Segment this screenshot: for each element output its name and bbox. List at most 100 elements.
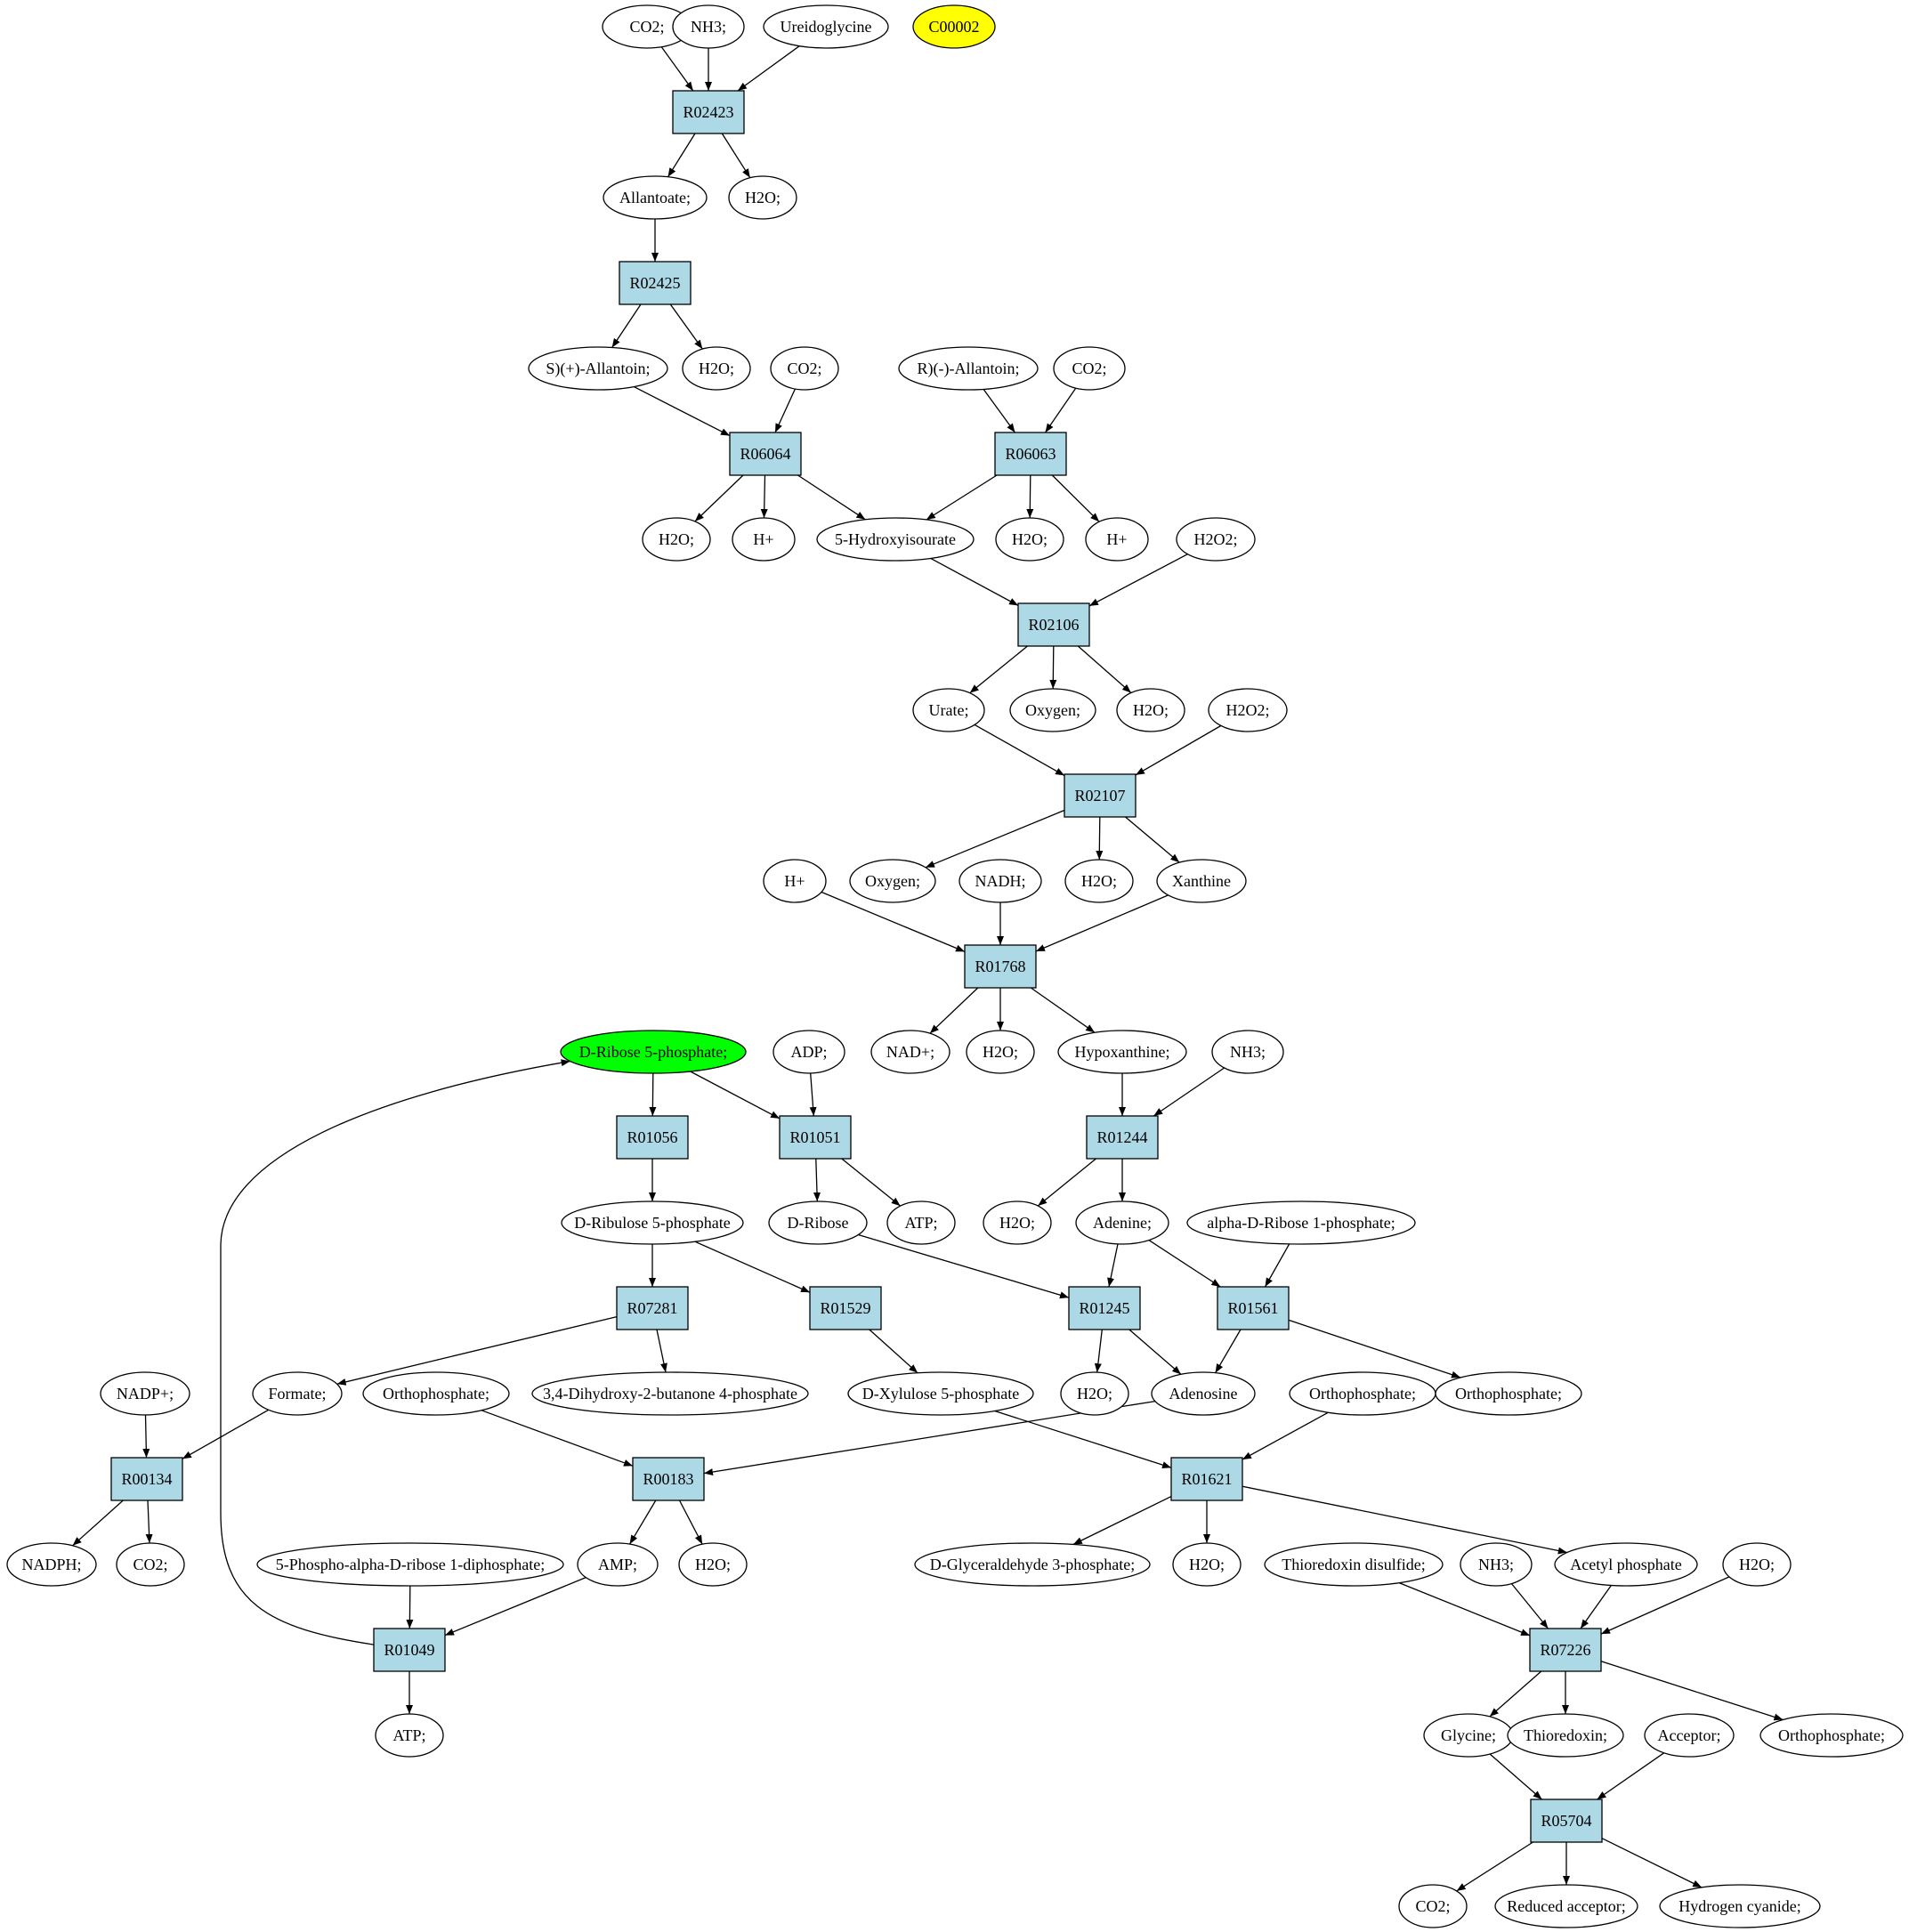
reaction-node-r_R02423[interactable]: R02423 <box>672 90 745 134</box>
compound-node-c_hplus_2[interactable]: H+ <box>1085 517 1149 562</box>
reaction-node-r_R05704[interactable]: R05704 <box>1530 1799 1603 1843</box>
compound-node-c_h2o_12[interactable]: H2O; <box>1722 1542 1792 1587</box>
compound-node-c_dhbp[interactable]: 3,4-Dihydroxy-2-butanone 4-phosphate <box>531 1371 809 1416</box>
compound-node-c_prpp[interactable]: 5-Phospho-alpha-D-ribose 1-diphosphate; <box>256 1542 564 1587</box>
compound-node-c_h2o_8[interactable]: H2O; <box>983 1200 1052 1245</box>
compound-node-c_nadpplus[interactable]: NADP+; <box>100 1371 190 1416</box>
node-label: CO2; <box>787 360 821 377</box>
compound-node-c_h2o_7[interactable]: H2O; <box>966 1030 1035 1074</box>
reaction-node-r_R06064[interactable]: R06064 <box>729 432 802 476</box>
compound-node-c_hplus_1[interactable]: H+ <box>732 517 796 562</box>
compound-node-c_red_acceptor[interactable]: Reduced acceptor; <box>1494 1884 1638 1928</box>
reaction-node-r_R07281[interactable]: R07281 <box>616 1286 689 1330</box>
compound-node-c_formate[interactable]: Formate; <box>252 1371 343 1416</box>
edge-c_adenine-to-r_R01245 <box>1107 1243 1119 1288</box>
compound-node-c_r_allantoin[interactable]: R)(-)-Allantoin; <box>898 346 1039 391</box>
reaction-node-r_R00134[interactable]: R00134 <box>110 1457 183 1501</box>
compound-node-c_r5p[interactable]: D-Ribose 5-phosphate; <box>560 1030 747 1074</box>
compound-node-c_urate[interactable]: Urate; <box>912 688 985 732</box>
reaction-node-r_R01245[interactable]: R01245 <box>1068 1286 1141 1330</box>
compound-node-c_trx_ss[interactable]: Thioredoxin disulfide; <box>1264 1542 1444 1587</box>
compound-node-c_oxygen_2[interactable]: Oxygen; <box>849 859 936 903</box>
edge-r_R02425-to-c_s_allantoin <box>611 303 642 348</box>
reaction-node-r_R01244[interactable]: R01244 <box>1086 1115 1159 1160</box>
compound-node-c_nh3_1[interactable]: NH3; <box>672 4 745 49</box>
compound-node-c_atp_2[interactable]: ATP; <box>375 1713 444 1758</box>
compound-node-c_adenine[interactable]: Adenine; <box>1075 1200 1169 1245</box>
compound-node-c_dribose[interactable]: D-Ribose <box>768 1200 868 1245</box>
compound-node-c_hplus_3[interactable]: H+ <box>763 859 827 903</box>
compound-node-c_hcn[interactable]: Hydrogen cyanide; <box>1659 1884 1821 1928</box>
compound-node-c_atp_1[interactable]: ATP; <box>886 1200 956 1245</box>
edge-c_adenine-to-r_R01561 <box>1148 1240 1221 1288</box>
reaction-node-r_R02425[interactable]: R02425 <box>619 261 692 305</box>
reaction-node-r_R01561[interactable]: R01561 <box>1217 1286 1290 1330</box>
reaction-node-r_R01051[interactable]: R01051 <box>779 1115 852 1160</box>
compound-node-c_ortho_4[interactable]: Orthophosphate; <box>1759 1713 1904 1758</box>
compound-node-c_h2o2_2[interactable]: H2O2; <box>1208 688 1288 732</box>
edge-c_ortho_1-to-r_R00183 <box>481 1410 634 1467</box>
compound-node-c_ureidoglycine[interactable]: Ureidoglycine <box>763 4 889 49</box>
compound-node-c_co2_4[interactable]: CO2; <box>116 1542 185 1587</box>
reaction-node-r_R00183[interactable]: R00183 <box>632 1457 705 1501</box>
compound-node-c_nadplus[interactable]: NAD+; <box>870 1030 950 1074</box>
compound-node-c_xu5p[interactable]: D-Xylulose 5-phosphate <box>847 1371 1034 1416</box>
compound-node-c_h2o_1[interactable]: H2O; <box>728 175 797 220</box>
compound-node-c_allantoate[interactable]: Allantoate; <box>603 175 708 220</box>
compound-node-c_g3p[interactable]: D-Glyceraldehyde 3-phosphate; <box>914 1542 1151 1587</box>
compound-node-c_glycine[interactable]: Glycine; <box>1423 1713 1514 1758</box>
reaction-node-r_R02107[interactable]: R02107 <box>1064 773 1137 818</box>
reaction-node-r_R01529[interactable]: R01529 <box>809 1286 882 1330</box>
compound-node-c_ortho_3[interactable]: Orthophosphate; <box>1435 1371 1582 1416</box>
compound-node-c_co2_3[interactable]: CO2; <box>1053 346 1126 391</box>
compound-node-c_nh3_2[interactable]: NH3; <box>1211 1030 1284 1074</box>
reaction-node-r_R01056[interactable]: R01056 <box>616 1115 689 1160</box>
compound-node-c_ortho_1[interactable]: Orthophosphate; <box>362 1371 510 1416</box>
compound-node-c_h2o_11[interactable]: H2O; <box>1172 1542 1242 1587</box>
edge-r_R01245-to-c_adenosine <box>1128 1329 1182 1375</box>
edge-r_R01049-to-c_r5p <box>220 1059 570 1645</box>
edge-r_R07281-to-c_dhbp <box>656 1329 667 1373</box>
compound-node-c_thioredoxin[interactable]: Thioredoxin; <box>1507 1713 1624 1758</box>
edge-r_R06063-to-c_hplus_2 <box>1051 474 1100 522</box>
reaction-node-r_R01621[interactable]: R01621 <box>1170 1457 1243 1501</box>
compound-node-c_xanthine[interactable]: Xanthine <box>1156 859 1247 903</box>
compound-node-c_hypoxanthine[interactable]: Hypoxanthine; <box>1057 1030 1187 1074</box>
compound-node-c_adp[interactable]: ADP; <box>772 1030 845 1074</box>
node-label: Allantoate; <box>619 189 691 206</box>
compound-node-c_ar1p[interactable]: alpha-D-Ribose 1-phosphate; <box>1186 1200 1416 1245</box>
reaction-node-r_R07226[interactable]: R07226 <box>1529 1628 1602 1672</box>
node-label: R02425 <box>629 274 680 292</box>
compound-node-c_co2_2[interactable]: CO2; <box>770 346 839 391</box>
compound-node-c_co2_5[interactable]: CO2; <box>1398 1884 1468 1928</box>
compound-node-c_h2o_6[interactable]: H2O; <box>1064 859 1134 903</box>
reaction-node-r_R01049[interactable]: R01049 <box>373 1628 446 1672</box>
node-label: R07226 <box>1540 1641 1590 1659</box>
edge-r_R02423-to-c_allantoate <box>667 133 696 178</box>
compound-node-c_acceptor[interactable]: Acceptor; <box>1644 1713 1735 1758</box>
compound-node-c_h2o_3[interactable]: H2O; <box>642 517 711 562</box>
compound-node-c_nadph[interactable]: NADPH; <box>6 1542 97 1587</box>
compound-node-c_5hiu[interactable]: 5-Hydroxyisourate <box>816 517 975 562</box>
compound-node-c_h2o_9[interactable]: H2O; <box>1060 1371 1129 1416</box>
compound-node-c_acetylp[interactable]: Acetyl phosphate <box>1554 1542 1698 1587</box>
compound-node-c_nadh[interactable]: NADH; <box>959 859 1042 903</box>
compound-node-c_adenosine[interactable]: Adenosine <box>1151 1371 1256 1416</box>
compound-node-c_h2o2_1[interactable]: H2O2; <box>1176 517 1256 562</box>
compound-node-c_oxygen_1[interactable]: Oxygen; <box>1009 688 1096 732</box>
compound-node-c_nh3_3[interactable]: NH3; <box>1460 1542 1533 1587</box>
reaction-node-r_R01768[interactable]: R01768 <box>964 944 1037 989</box>
compound-node-c_s_allantoin[interactable]: S)(+)-Allantoin; <box>528 346 668 391</box>
compound-node-c_ortho_2[interactable]: Orthophosphate; <box>1289 1371 1436 1416</box>
compound-node-c_h2o_10[interactable]: H2O; <box>678 1542 748 1587</box>
node-shape <box>1017 602 1090 647</box>
compound-node-c_amp[interactable]: AMP; <box>577 1542 659 1587</box>
reaction-node-r_R06063[interactable]: R06063 <box>994 432 1067 476</box>
compound-node-c_c00002[interactable]: C00002 <box>912 4 996 49</box>
compound-node-c_h2o_4[interactable]: H2O; <box>995 517 1064 562</box>
compound-node-c_ru5p[interactable]: D-Ribulose 5-phosphate <box>561 1200 744 1245</box>
compound-node-c_h2o_2[interactable]: H2O; <box>682 346 751 391</box>
compound-node-c_h2o_5[interactable]: H2O; <box>1116 688 1185 732</box>
node-label: H2O; <box>659 530 694 548</box>
reaction-node-r_R02106[interactable]: R02106 <box>1017 602 1090 647</box>
